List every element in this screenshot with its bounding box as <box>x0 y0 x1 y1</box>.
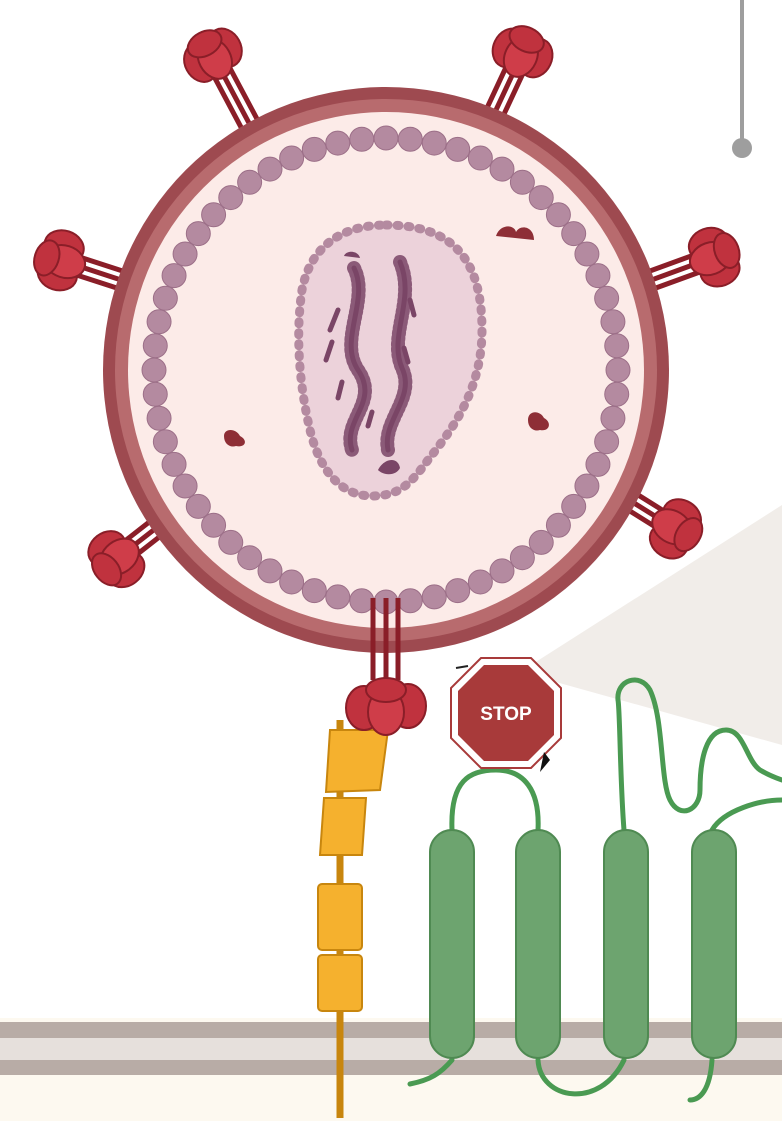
matrix-bead <box>601 310 625 334</box>
matrix-bead <box>605 334 629 358</box>
matrix-bead <box>586 452 610 476</box>
matrix-bead <box>510 546 534 570</box>
matrix-bead <box>422 585 446 609</box>
matrix-bead <box>468 146 492 170</box>
matrix-bead <box>586 264 610 288</box>
stop-sign-label: STOP <box>480 704 532 725</box>
matrix-bead <box>280 570 304 594</box>
matrix-bead <box>173 242 197 266</box>
matrix-bead <box>302 579 326 603</box>
matrix-bead <box>147 406 171 430</box>
matrix-bead <box>374 126 398 150</box>
matrix-bead <box>605 382 629 406</box>
matrix-bead <box>238 546 262 570</box>
matrix-bead <box>162 264 186 288</box>
matrix-bead <box>446 137 470 161</box>
matrix-bead <box>529 530 553 554</box>
matrix-bead <box>562 222 586 246</box>
matrix-bead <box>350 589 374 613</box>
stop-sign: STOP <box>451 658 561 772</box>
matrix-bead <box>280 146 304 170</box>
pin-marker-icon <box>732 0 752 158</box>
matrix-bead <box>575 242 599 266</box>
matrix-bead <box>326 131 350 155</box>
matrix-bead <box>143 334 167 358</box>
matrix-bead <box>326 585 350 609</box>
matrix-bead <box>258 157 282 181</box>
matrix-bead <box>153 286 177 310</box>
matrix-bead <box>562 494 586 518</box>
matrix-bead <box>142 358 166 382</box>
matrix-bead <box>202 513 226 537</box>
matrix-bead <box>575 474 599 498</box>
matrix-bead <box>350 127 374 151</box>
matrix-bead <box>510 170 534 194</box>
matrix-bead <box>468 570 492 594</box>
matrix-bead <box>446 579 470 603</box>
matrix-bead <box>173 474 197 498</box>
virus-particle <box>103 87 669 653</box>
matrix-bead <box>398 589 422 613</box>
matrix-bead <box>606 358 630 382</box>
matrix-bead <box>143 382 167 406</box>
matrix-bead <box>186 222 210 246</box>
matrix-bead <box>595 430 619 454</box>
matrix-bead <box>595 286 619 310</box>
matrix-bead <box>422 131 446 155</box>
matrix-bead <box>153 430 177 454</box>
matrix-bead <box>398 127 422 151</box>
matrix-bead <box>219 186 243 210</box>
matrix-bead <box>258 559 282 583</box>
matrix-bead <box>490 559 514 583</box>
cell-membrane <box>0 1018 782 1121</box>
matrix-bead <box>490 157 514 181</box>
matrix-bead <box>162 452 186 476</box>
matrix-bead <box>601 406 625 430</box>
matrix-bead <box>238 170 262 194</box>
matrix-bead <box>546 203 570 227</box>
matrix-bead <box>302 137 326 161</box>
matrix-bead <box>186 494 210 518</box>
matrix-bead <box>147 310 171 334</box>
